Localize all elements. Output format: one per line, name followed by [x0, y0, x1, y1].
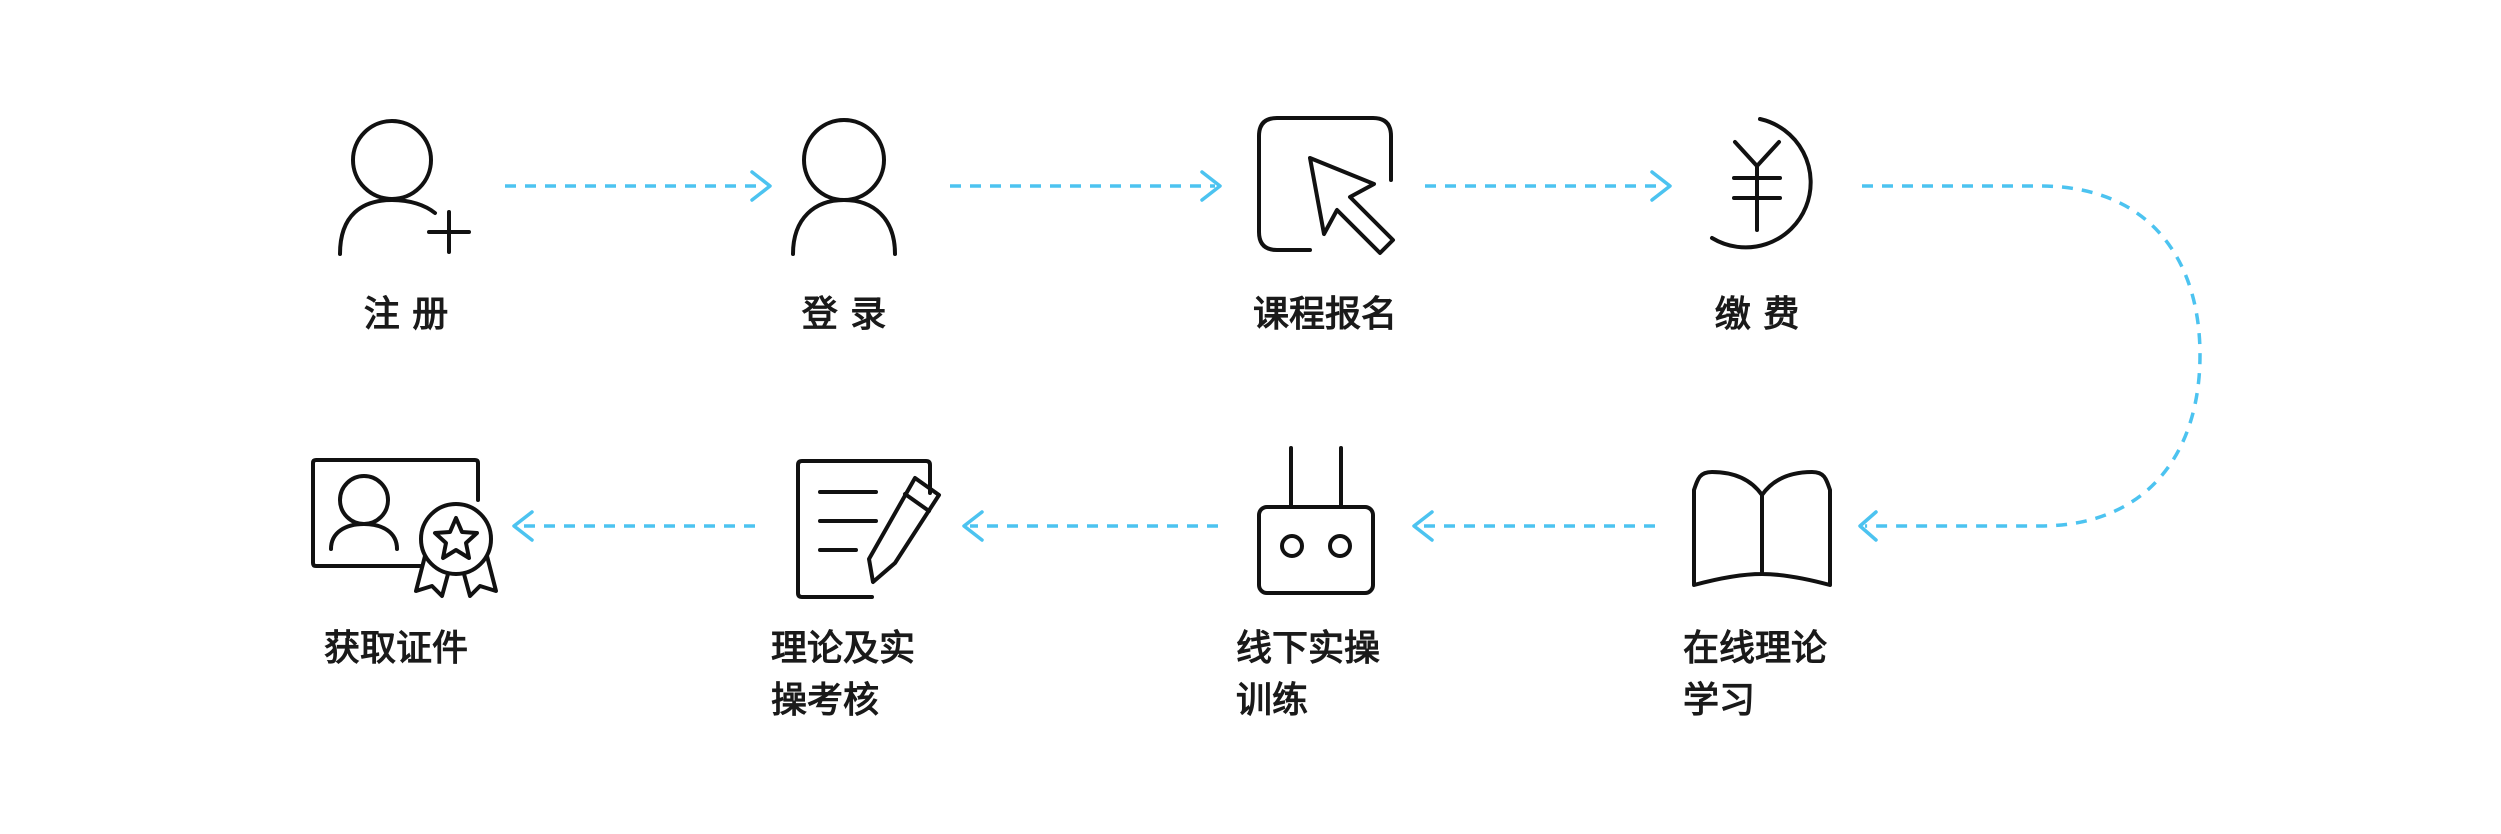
step-label-line-1: 在线理论 [1683, 628, 1828, 669]
step-label: 注 册 [364, 294, 449, 335]
yen-coin-icon [1710, 117, 1813, 250]
open-book-icon [1692, 470, 1832, 587]
step-online-study: 在线理论 学习 [1683, 628, 1828, 721]
certificate-badge-icon [311, 458, 498, 598]
step-course-signup: 课程报名 [1253, 294, 1397, 335]
step-label: 获取证件 [324, 628, 468, 669]
step-offline-training: 线下实操 训练 [1236, 628, 1380, 721]
connectors [505, 170, 2202, 542]
step-label-line-1: 理论及实 [771, 628, 915, 669]
arrow-course-signup-to-payment [1425, 170, 1672, 202]
arrow-register-to-login [505, 170, 772, 202]
step-certificate: 获取证件 [324, 628, 468, 669]
document-pen-icon [796, 459, 941, 599]
step-label-line-2: 操考核 [771, 680, 879, 721]
arrow-login-to-course-signup [950, 170, 1222, 202]
step-label-line-1: 线下实操 [1236, 628, 1380, 669]
step-label: 登 录 [801, 294, 887, 335]
step-label: 课程报名 [1253, 294, 1397, 335]
step-payment: 缴 费 [1715, 294, 1800, 335]
step-label-line-2: 训练 [1236, 680, 1308, 721]
arrow-payment-to-online-study [1858, 184, 2202, 542]
step-register: 注 册 [364, 294, 449, 335]
arrow-offline-training-to-exam [962, 510, 1218, 542]
arrow-exam-to-certificate [512, 510, 755, 542]
step-label: 缴 费 [1715, 294, 1800, 335]
step-login: 登 录 [801, 294, 887, 335]
arrow-online-study-to-offline-training [1412, 510, 1655, 542]
add-user-icon [338, 119, 471, 256]
step-label-line-2: 学习 [1683, 679, 1755, 721]
cursor-select-icon [1257, 116, 1395, 255]
step-exam: 理论及实 操考核 [771, 628, 915, 721]
remote-controller-icon [1257, 446, 1375, 595]
user-icon [791, 118, 897, 256]
